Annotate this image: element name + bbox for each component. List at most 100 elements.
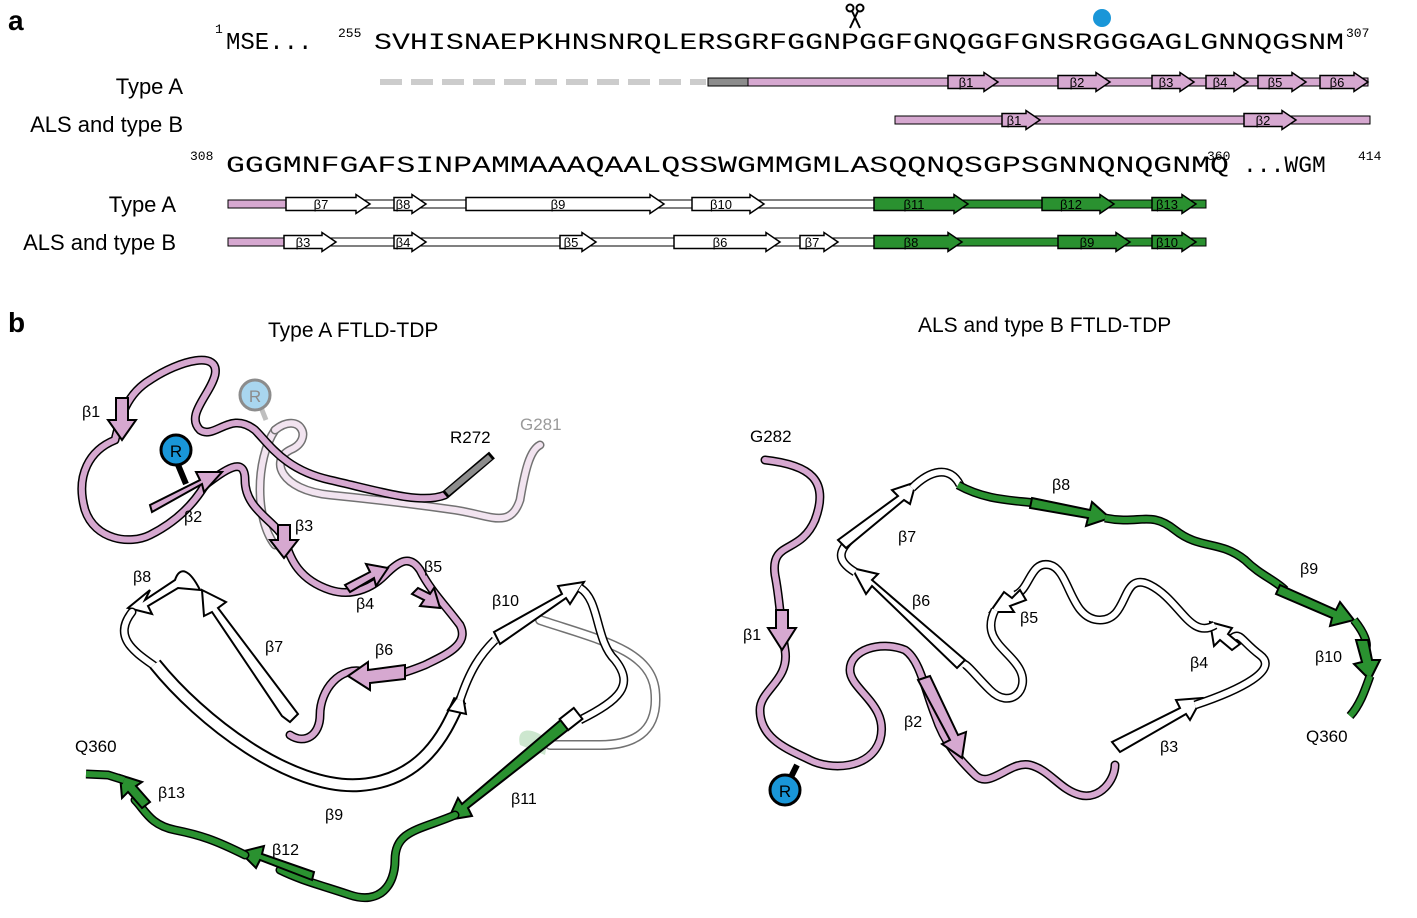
typeA-bottom-4-arrow [873, 193, 970, 215]
label-q360: Q360 [75, 737, 117, 756]
row-label-type-a-1: Type A [116, 74, 184, 99]
right-structure-title: ALS and type B FTLD-TDP [918, 314, 1171, 337]
als-bottom-0-arrow [283, 231, 338, 253]
strand-arrow [267, 524, 301, 560]
label-b8: β8 [133, 569, 151, 586]
white-strands [120, 570, 629, 793]
seq1-start: MSE... [226, 30, 312, 57]
typeA-β1-label: β1 [959, 75, 974, 90]
als-bottom-5-arrow [873, 231, 964, 253]
typeA-β4-label: β4 [1213, 75, 1228, 90]
strand-arrow [148, 471, 225, 514]
typeA-β2-arrow [1057, 71, 1112, 93]
label-b12: β12 [272, 842, 299, 859]
row-label-type-a-2: Type A [109, 192, 177, 217]
typeA-β5-arrow [1257, 71, 1308, 93]
typeA-β6-label: β6 [1330, 75, 1345, 90]
panel-b-label: b [8, 307, 25, 338]
label-g282: G282 [750, 427, 792, 446]
als-bottom-7-arrow [1151, 231, 1198, 253]
left-structure-title: Type A FTLD-TDP [268, 319, 438, 342]
seq2-end: ...WGM [1243, 153, 1326, 179]
seq1-end-number: 307 [1346, 26, 1369, 41]
sequence-line-1: 1 MSE... 255 SVHISNAEPKHNSNRQLERSGRFGGNP… [215, 22, 1369, 57]
strand-arrow [343, 562, 390, 594]
typeA-β5-label: β5 [1268, 75, 1283, 90]
green-strands [955, 481, 1382, 720]
als-bottom-3-arrow [673, 231, 782, 253]
als-β2-label: β2 [1256, 113, 1271, 128]
white-strands [836, 467, 1270, 754]
typeA-bottom-6-label: β13 [1156, 197, 1178, 212]
label-b9: β9 [325, 807, 343, 824]
arginine-faded-label: R [249, 387, 261, 406]
als-bottom-1-arrow [393, 231, 428, 253]
residue-272-stub [445, 454, 492, 496]
label-b10: β10 [492, 593, 519, 610]
pink-coil [227, 199, 287, 209]
label-b7: β7 [265, 639, 283, 656]
type-a-strand-labels: β1 β2 β3 β4 β5 β6 β7 β8 β9 β10 β11 β12 β… [75, 404, 562, 859]
panel-a-label: a [8, 5, 24, 36]
green-strands [85, 706, 584, 903]
arginine-marker [159, 433, 193, 467]
pink-backbone [757, 457, 1118, 799]
typeA-bottom-1-arrow [393, 193, 428, 215]
typeA-bottom-5-arrow [1041, 193, 1116, 215]
als-bottom-5-label: β8 [904, 235, 919, 250]
als-bottom-6-arrow [1057, 231, 1132, 253]
typeA-β4-arrow [1205, 71, 1250, 93]
typeA-bottom-6-arrow [1151, 193, 1198, 215]
typeA-bottom-0-label: β7 [314, 197, 329, 212]
strand-arrow [106, 397, 138, 442]
label-b9: β9 [1300, 561, 1318, 578]
als-b-structure: R [743, 427, 1382, 807]
pink-coil [227, 237, 285, 247]
als-bottom-0-label: β3 [296, 235, 311, 250]
typeA-β3-arrow [1151, 71, 1196, 93]
seq1-start-number: 1 [215, 22, 223, 37]
label-g281: G281 [520, 415, 562, 434]
als-β1-label: β1 [1007, 113, 1022, 128]
typeA-β6-arrow [1319, 71, 1370, 93]
type-a-structure: R R [75, 355, 661, 903]
track-als-b-top: β1 β2 [894, 109, 1371, 131]
arginine-marker [768, 773, 802, 807]
pink-coil [894, 115, 1371, 125]
label-b8: β8 [1052, 477, 1070, 494]
label-b1: β1 [82, 404, 100, 421]
label-r272: R272 [450, 428, 491, 447]
als-β1-arrow [1001, 109, 1042, 131]
typeA-bottom-3-label: β10 [710, 197, 732, 212]
typeA-bottom-0-arrow [285, 193, 372, 215]
arginine-faded-marker [238, 378, 272, 412]
label-b7: β7 [898, 529, 916, 546]
label-b6: β6 [912, 593, 930, 610]
scissors-icon [845, 3, 865, 29]
label-q360: Q360 [1306, 727, 1348, 746]
label-b4: β4 [1190, 655, 1208, 672]
als-bottom-3-label: β6 [713, 235, 728, 250]
label-b13: β13 [158, 785, 185, 802]
seq2-mid-number: 360 [1207, 149, 1230, 164]
seq1-residues: SVHISNAEPKHNSNRQLERSGRFGGNPGGFGNQGGFGNSR… [374, 30, 1344, 56]
row-label-als-b-2: ALS and type B [23, 230, 176, 255]
label-b5: β5 [424, 559, 442, 576]
strand-arrow [410, 585, 442, 610]
typeA-bottom-3-arrow [691, 193, 766, 215]
row-label-als-b-1: ALS and type B [30, 112, 183, 137]
typeA-bottom-2-label: β9 [551, 197, 566, 212]
label-b11: β11 [511, 791, 537, 808]
als-bottom-2-label: β5 [564, 235, 579, 250]
als-bottom-7-label: β10 [1156, 235, 1178, 250]
label-b3: β3 [295, 518, 313, 535]
typeA-β3-label: β3 [1159, 75, 1174, 90]
label-b2: β2 [904, 714, 922, 731]
strand-arrow [346, 660, 406, 692]
label-b2: β2 [184, 509, 202, 526]
sequence-line-2: 308 GGGMNFGAFSINPAMMAAAQAALQSSWGMMGMLASQ… [190, 149, 1382, 179]
seq2-end-number: 414 [1358, 149, 1382, 164]
